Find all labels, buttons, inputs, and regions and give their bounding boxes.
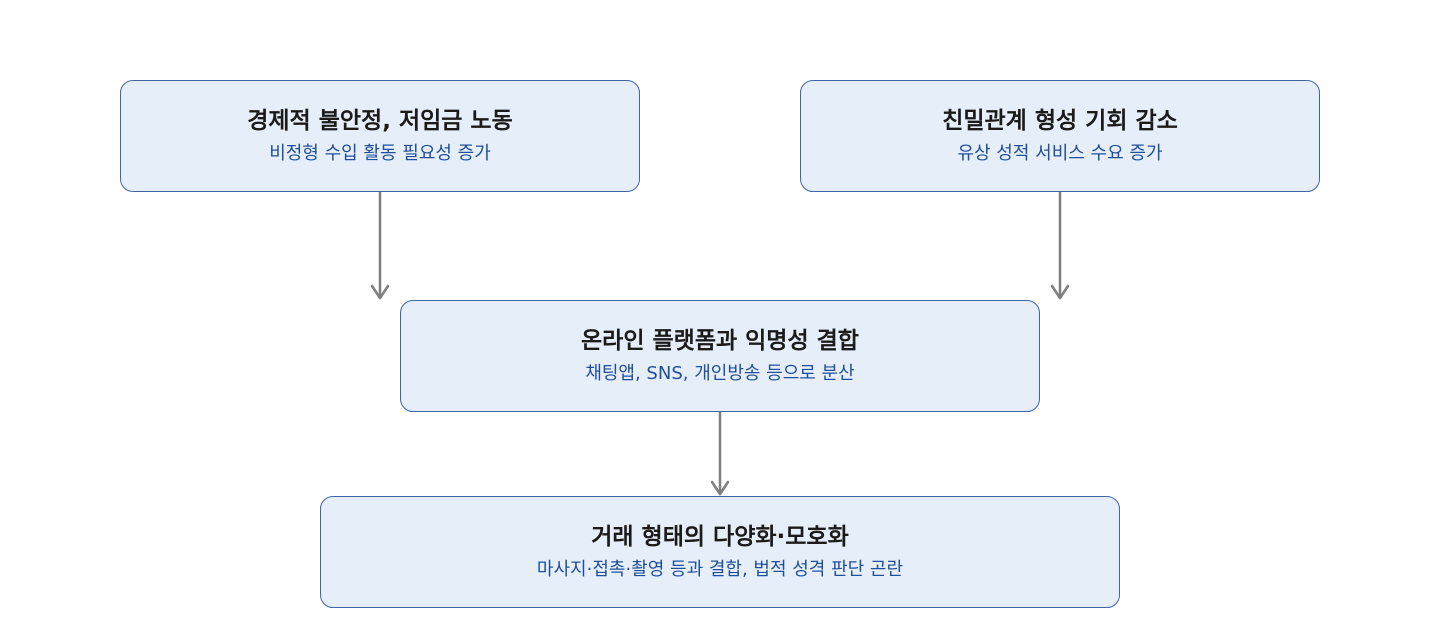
arrow-platforms-to-transactions [710,410,730,496]
node-online-platforms-anonymity: 온라인 플랫폼과 익명성 결합 채팅앱, SNS, 개인방송 등으로 분산 [400,300,1040,412]
node-title: 경제적 불안정, 저임금 노동 [247,108,513,134]
node-subtitle: 비정형 수입 활동 필요성 증가 [269,143,491,164]
node-subtitle: 채팅앱, SNS, 개인방송 등으로 분산 [585,363,855,384]
node-fewer-intimacy-opportunities: 친밀관계 형성 기회 감소 유상 성적 서비스 수요 증가 [800,80,1320,192]
node-title: 거래 형태의 다양화·모호화 [591,524,849,550]
node-economic-instability: 경제적 불안정, 저임금 노동 비정형 수입 활동 필요성 증가 [120,80,640,192]
node-subtitle: 유상 성적 서비스 수요 증가 [957,143,1163,164]
arrow-economic-to-platforms [370,190,390,300]
arrow-intimacy-to-platforms [1050,190,1070,300]
node-title: 친밀관계 형성 기회 감소 [942,108,1178,134]
node-diversified-transactions: 거래 형태의 다양화·모호화 마사지·접촉·촬영 등과 결합, 법적 성격 판단… [320,496,1120,608]
node-subtitle: 마사지·접촉·촬영 등과 결합, 법적 성격 판단 곤란 [536,559,904,580]
node-title: 온라인 플랫폼과 익명성 결합 [581,328,859,354]
